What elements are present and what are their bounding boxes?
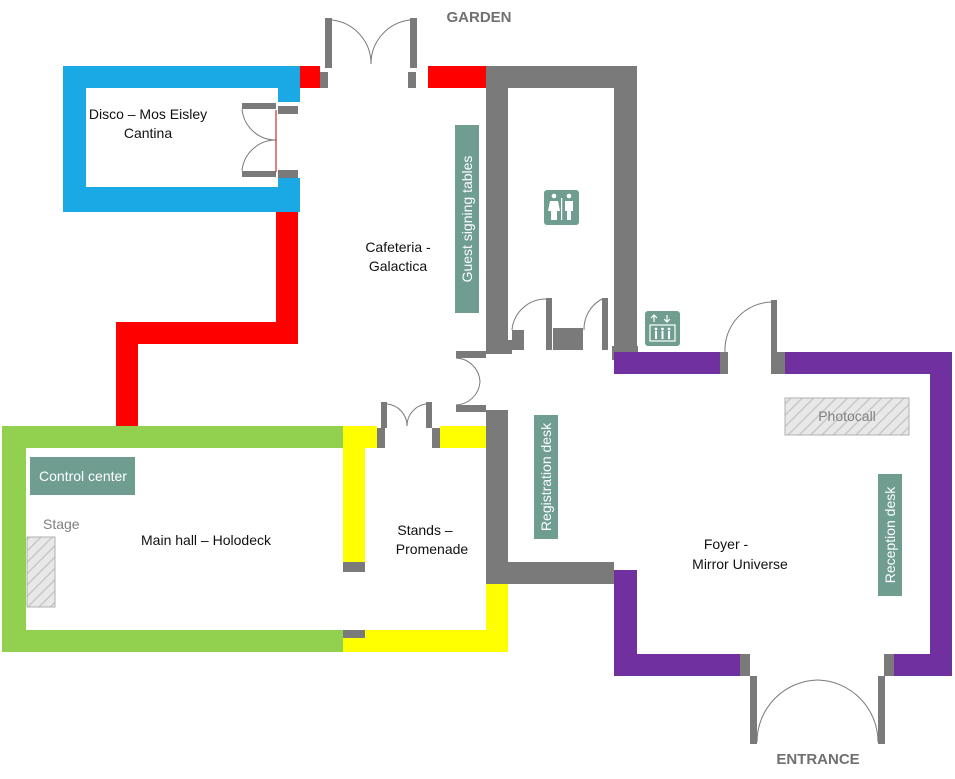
reception-label: Reception desk	[882, 486, 898, 584]
stands-label-1: Stands –	[397, 522, 452, 538]
stands-foyer-wall	[486, 410, 614, 584]
stands-top-door	[377, 402, 440, 448]
disco-room: Disco – Mos Eisley Cantina	[63, 66, 300, 212]
purple-wall-right	[785, 352, 952, 676]
opening-jamb-1	[343, 562, 365, 572]
elevator-icon	[645, 311, 680, 346]
restroom-doors	[511, 298, 608, 350]
main-hall-label: Main hall – Holodeck	[141, 532, 272, 548]
red-wall-top-right	[428, 66, 486, 88]
registration-desk: Registration desk	[534, 415, 558, 539]
yellow-wall-bottom	[343, 584, 508, 652]
restroom-wall	[486, 66, 637, 356]
yellow-wall-left	[343, 448, 365, 562]
foyer-area: Photocall Foyer - Mirror Universe	[614, 352, 952, 676]
wall-stub-1	[486, 340, 512, 354]
opening-jamb-2	[343, 630, 365, 638]
foyer-label-2: Mirror Universe	[692, 556, 788, 572]
cafeteria-stands-door	[455, 351, 486, 412]
restroom-partition	[553, 328, 583, 350]
entrance-label: ENTRANCE	[776, 751, 859, 768]
garden-door	[320, 18, 417, 88]
control-center-label: Control center	[39, 468, 127, 484]
cafeteria-label-2: Galactica	[369, 258, 428, 274]
guest-signing-label: Guest signing tables	[459, 156, 475, 283]
control-center	[30, 457, 135, 495]
garden-label: GARDEN	[446, 9, 511, 26]
foyer-top-door	[720, 300, 785, 374]
yellow-wall-top-right	[440, 426, 486, 448]
foyer-label-1: Foyer -	[704, 536, 749, 552]
reception-desk: Reception desk	[878, 474, 902, 596]
disco-door	[241, 103, 298, 178]
corridor-walls	[116, 66, 486, 426]
doors	[241, 18, 894, 744]
disco-wall	[63, 66, 300, 212]
restroom-icon	[544, 190, 579, 225]
entrance-door	[740, 654, 894, 744]
yellow-wall-top-left	[343, 426, 377, 448]
disco-label-1: Disco – Mos Eisley	[89, 106, 207, 122]
registration-label: Registration desk	[538, 422, 554, 531]
photocall-label: Photocall	[818, 408, 876, 424]
stage	[26, 536, 56, 608]
red-wall-top-left	[300, 66, 320, 88]
guest-signing-tables: Guest signing tables	[455, 125, 479, 313]
purple-wall-left	[614, 570, 748, 676]
stands-area: Stands – Promenade	[343, 426, 508, 652]
stands-label-2: Promenade	[396, 541, 469, 557]
stage-label: Stage	[43, 516, 80, 532]
disco-label-2: Cantina	[124, 125, 172, 141]
photocall	[784, 397, 910, 436]
cafeteria-label-1: Cafeteria -	[365, 239, 431, 255]
purple-wall-top-left	[614, 352, 720, 374]
main-hall: Control center Stage Main hall – Holodec…	[2, 426, 344, 652]
red-wall-corridor	[116, 212, 298, 426]
